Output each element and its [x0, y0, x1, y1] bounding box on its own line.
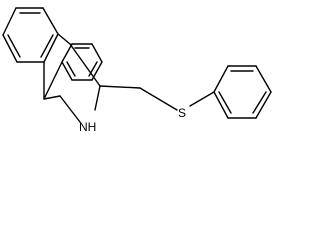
double-bond-inner [88, 61, 98, 77]
bond [213, 91, 229, 119]
double-bond-inner [40, 34, 54, 58]
double-bond-inner [218, 91, 232, 114]
phenyl-ring [213, 65, 272, 119]
bond [213, 65, 229, 93]
bond [61, 61, 73, 81]
molecule-structure-diagram: NH S [2, 7, 272, 134]
bond [255, 91, 272, 119]
bond [91, 43, 103, 63]
sulfur-atom-label: S [178, 106, 186, 120]
nitrogen-atom-label: NH [79, 120, 96, 134]
left-benzene-ring [2, 7, 59, 63]
bond [43, 95, 61, 100]
bond [139, 87, 178, 111]
double-bond-inner [66, 61, 76, 77]
bond [42, 7, 59, 35]
bond [99, 85, 141, 89]
inner-benzene-ring [61, 43, 103, 81]
bond [189, 91, 215, 107]
bond [94, 85, 101, 111]
double-bond-inner [252, 91, 267, 114]
bond [2, 7, 17, 36]
bond [61, 43, 73, 63]
bond [255, 65, 272, 93]
bond [69, 43, 101, 87]
thioether-linker [99, 85, 215, 111]
double-bond-inner [7, 34, 21, 58]
bicyclic-core [43, 33, 101, 123]
bond [43, 33, 59, 63]
bond [91, 61, 103, 81]
bond [2, 34, 18, 63]
bond [57, 33, 71, 45]
bond [43, 61, 63, 100]
bond [59, 95, 81, 123]
